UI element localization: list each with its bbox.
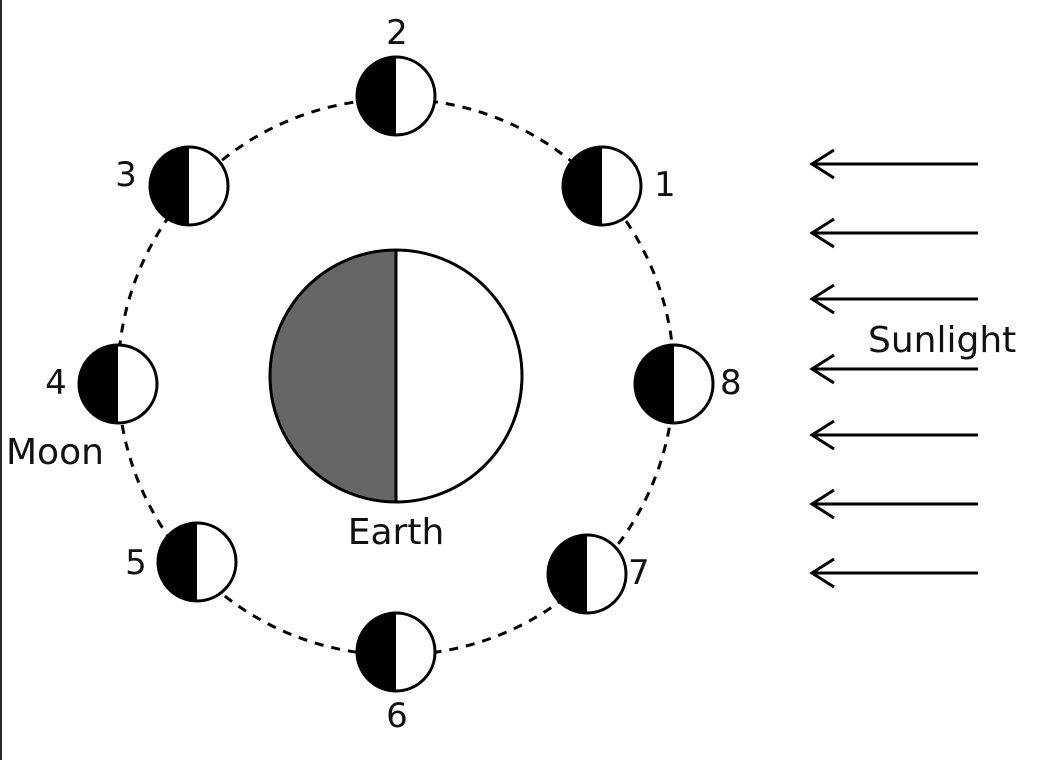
moon-1-number: 1 bbox=[654, 165, 676, 205]
moon-5-number: 5 bbox=[125, 543, 147, 583]
sunlight-label: Sunlight bbox=[868, 320, 1016, 361]
sunlight-arrow-icon bbox=[809, 488, 978, 520]
moon-7-number: 7 bbox=[628, 553, 650, 593]
moon-2 bbox=[355, 55, 437, 137]
sunlight-arrow-icon bbox=[809, 148, 978, 180]
moon-5 bbox=[156, 521, 238, 603]
sunlight-arrow-icon bbox=[809, 557, 978, 589]
moon-4 bbox=[77, 343, 159, 425]
frame-edge bbox=[0, 0, 2, 760]
sunlight-arrows bbox=[809, 148, 978, 589]
moon-6-number: 6 bbox=[386, 696, 408, 736]
moon-4-number: 4 bbox=[45, 363, 67, 403]
earth bbox=[268, 248, 524, 504]
moon-label: Moon bbox=[6, 432, 104, 473]
sunlight-arrow-icon bbox=[809, 217, 978, 249]
moon-1 bbox=[561, 145, 643, 227]
moon-7 bbox=[546, 533, 628, 615]
sunlight-arrow-icon bbox=[809, 283, 978, 315]
earth-label: Earth bbox=[348, 512, 445, 553]
earth-day-side bbox=[396, 250, 522, 502]
moon-8-number: 8 bbox=[720, 363, 742, 403]
moon-2-number: 2 bbox=[386, 13, 408, 53]
moon-3-number: 3 bbox=[115, 155, 137, 195]
moon-3 bbox=[148, 145, 230, 227]
moon-8 bbox=[633, 343, 715, 425]
earth-night-side bbox=[270, 250, 396, 502]
moon-6 bbox=[355, 611, 437, 693]
sunlight-arrow-icon bbox=[809, 419, 978, 451]
sunlight-arrow-icon bbox=[809, 353, 978, 385]
